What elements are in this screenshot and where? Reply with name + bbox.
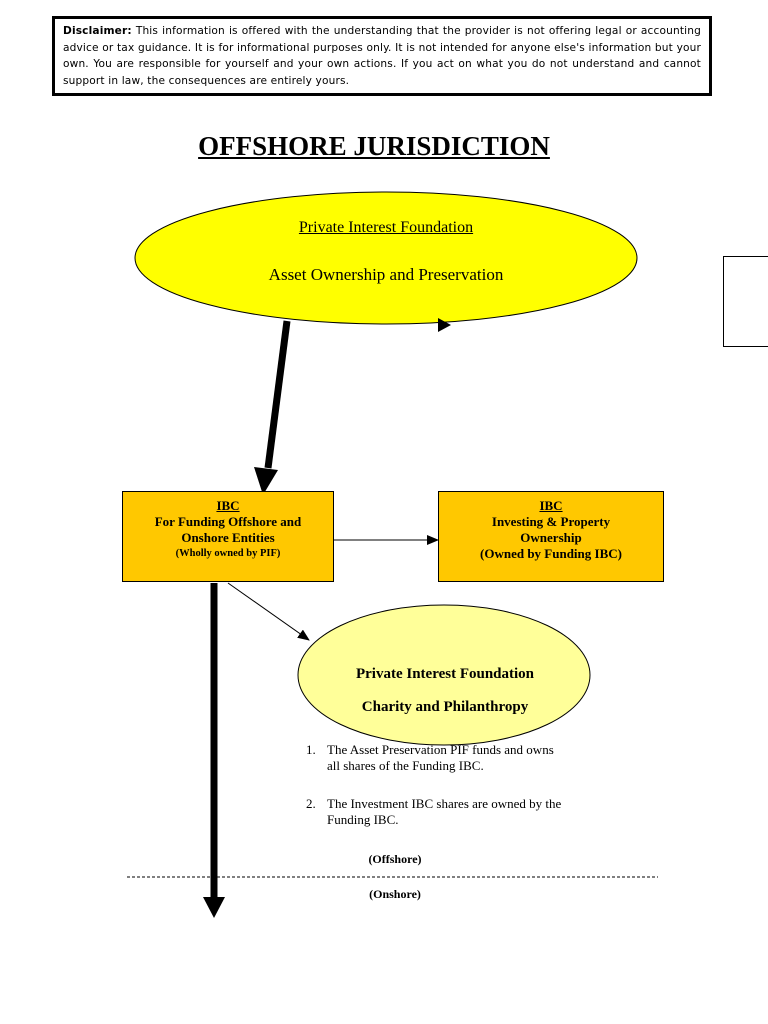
charity-ellipse-line2: Charity and Philanthropy xyxy=(361,699,529,715)
note-number: 1. xyxy=(306,742,316,757)
funding-ibc-heading: IBC xyxy=(216,498,240,513)
note-text: The Asset Preservation PIF funds and own… xyxy=(327,742,554,773)
note-number: 2. xyxy=(306,796,316,811)
thick-arrow-shaft-top xyxy=(264,320,291,469)
arrow-funding-to-charity xyxy=(227,582,310,641)
charity-ellipse xyxy=(297,604,591,746)
investing-ibc-line2: Ownership xyxy=(520,530,582,545)
funding-ibc-line1: For Funding Offshore and xyxy=(154,514,302,529)
thick-arrowhead-top xyxy=(254,467,278,495)
disclaimer-text: This information is offered with the und… xyxy=(63,25,701,87)
list-item: 1. The Asset Preservation PIF funds and … xyxy=(306,742,566,774)
partial-edge-box xyxy=(723,256,768,347)
investing-ibc-box: IBC Investing & Property Ownership (Owne… xyxy=(438,491,664,582)
top-ellipse xyxy=(134,191,638,325)
note-text: The Investment IBC shares are owned by t… xyxy=(327,796,562,827)
list-item: 2. The Investment IBC shares are owned b… xyxy=(306,796,566,828)
funding-ibc-line2: Onshore Entities xyxy=(181,530,275,545)
thick-arrowhead-down xyxy=(203,897,225,918)
page-title: OFFSHORE JURISDICTION xyxy=(198,131,550,161)
small-arrowhead xyxy=(438,318,451,332)
disclaimer-label: Disclaimer: xyxy=(63,25,132,37)
disclaimer-box: Disclaimer: This information is offered … xyxy=(52,16,712,96)
investing-ibc-line3: (Owned by Funding IBC) xyxy=(480,546,622,561)
top-ellipse-heading: Private Interest Foundation xyxy=(298,219,474,236)
charity-ellipse-line1: Private Interest Foundation xyxy=(355,666,535,682)
investing-ibc-heading: IBC xyxy=(539,498,563,513)
funding-ibc-line3: (Wholly owned by PIF) xyxy=(175,548,281,559)
notes-list: 1. The Asset Preservation PIF funds and … xyxy=(306,742,566,850)
investing-ibc-line1: Investing & Property xyxy=(491,514,611,529)
funding-ibc-box: IBC For Funding Offshore and Onshore Ent… xyxy=(122,491,334,582)
onshore-label: (Onshore) xyxy=(369,887,421,901)
top-ellipse-subheading: Asset Ownership and Preservation xyxy=(268,265,504,284)
offshore-label: (Offshore) xyxy=(368,852,422,866)
